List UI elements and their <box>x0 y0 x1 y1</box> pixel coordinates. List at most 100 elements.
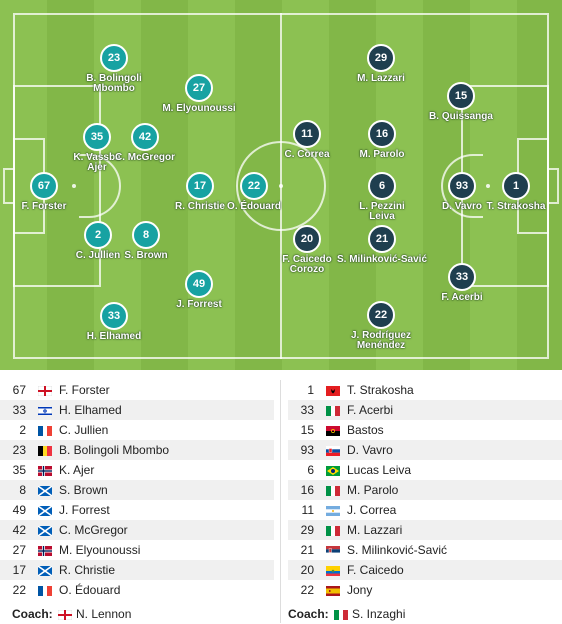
coach-name[interactable]: S. Inzaghi <box>352 607 406 621</box>
player-name[interactable]: H. Elhamed <box>59 403 122 417</box>
player-name: S. Milinković-Savić <box>336 254 428 265</box>
home-player[interactable]: 42 C. McGregor <box>85 123 205 183</box>
england-flag <box>37 385 53 397</box>
player-name[interactable]: J. Forrest <box>59 503 110 517</box>
player-name[interactable]: F. Forster <box>59 383 110 397</box>
center-circle <box>236 141 326 231</box>
home-player[interactable]: 2 C. Jullien <box>38 221 158 281</box>
player-name: D. Vavro <box>441 201 483 212</box>
lineup-divider <box>280 380 281 623</box>
player-number: 42 <box>131 123 159 151</box>
shirt-number: 1 <box>307 383 314 397</box>
player-number: 8 <box>132 221 160 249</box>
home-player[interactable]: 27 M. Elyounoussi <box>139 74 259 134</box>
lineup-row[interactable]: 11 J. Correa <box>288 500 562 520</box>
player-number: 20 <box>293 225 321 253</box>
away-player[interactable]: 29 M. Lazzari <box>321 44 441 104</box>
lineup-row[interactable]: 1 T. Strakosha <box>288 380 562 400</box>
player-name[interactable]: F. Acerbi <box>347 403 394 417</box>
player-name[interactable]: C. Jullien <box>59 423 109 437</box>
home-player[interactable]: 33 H. Elhamed <box>54 302 174 362</box>
away-player[interactable]: 21 S. Milinković-Savić <box>322 225 442 285</box>
lineup-row[interactable]: 6 Lucas Leiva <box>288 460 562 480</box>
player-name[interactable]: M. Lazzari <box>347 523 403 537</box>
player-name[interactable]: B. Bolingoli Mbombo <box>59 443 170 457</box>
shirt-number: 11 <box>301 503 314 517</box>
away-player[interactable]: 1 T. Strakosha <box>456 172 562 232</box>
lineup-row[interactable]: 29 M. Lazzari <box>288 520 562 540</box>
coach-name[interactable]: N. Lennon <box>76 607 132 621</box>
player-number: 6 <box>368 172 396 200</box>
shirt-number: 17 <box>12 563 26 577</box>
player-name[interactable]: Bastos <box>347 423 384 437</box>
player-name[interactable]: T. Strakosha <box>347 383 414 397</box>
player-name[interactable]: F. Caicedo <box>347 563 404 577</box>
slovakia-flag <box>326 445 340 456</box>
away-player[interactable]: 11 C. Correa <box>247 120 367 180</box>
player-name[interactable]: S. Brown <box>59 483 108 497</box>
left-goal <box>3 168 15 204</box>
player-name[interactable]: C. McGregor <box>59 523 128 537</box>
right-penalty-spot <box>486 184 490 188</box>
player-name[interactable]: M. Parolo <box>347 483 399 497</box>
player-name[interactable]: J. Correa <box>347 503 397 517</box>
belgium-flag <box>38 445 52 456</box>
home-player[interactable]: 17 R. Christie <box>140 172 260 232</box>
player-number: 27 <box>185 74 213 102</box>
norway-flag <box>38 465 52 476</box>
home-player[interactable]: 22 O. Édouard <box>194 172 314 232</box>
player-name[interactable]: Lucas Leiva <box>347 463 412 477</box>
shirt-number: 6 <box>307 463 314 477</box>
away-player[interactable]: 16 M. Parolo <box>322 120 442 180</box>
away-player[interactable]: 15 B. Quissanga <box>401 82 521 142</box>
lineup-row[interactable]: 17 R. Christie <box>0 560 274 580</box>
home-player[interactable]: 67 F. Forster <box>0 172 104 232</box>
away-player[interactable]: 33 F. Acerbi <box>402 263 522 323</box>
norway-flag <box>38 545 52 556</box>
player-name: R. Christie <box>174 201 225 212</box>
player-name[interactable]: R. Christie <box>59 563 116 577</box>
player-name[interactable]: M. Elyounoussi <box>59 543 141 557</box>
player-number: 35 <box>83 123 111 151</box>
player-name[interactable]: D. Vavro <box>347 443 393 457</box>
player-name[interactable]: S. Milinković-Savić <box>347 543 448 557</box>
home-player[interactable]: 8 S. Brown <box>86 221 206 281</box>
player-name[interactable]: K. Ajer <box>59 463 95 477</box>
away-player[interactable]: 93 D. Vavro <box>402 172 522 232</box>
home-coach: Coach: N. Lennon <box>0 604 274 624</box>
player-number: 33 <box>448 263 476 291</box>
spain-flag <box>326 585 340 596</box>
player-name[interactable]: O. Édouard <box>59 583 121 597</box>
player-name[interactable]: Jony <box>347 583 373 597</box>
italy-flag <box>326 525 340 536</box>
france-flag <box>38 425 52 436</box>
home-player[interactable]: 49 J. Forrest <box>139 270 259 330</box>
ecuador-flag <box>326 565 340 576</box>
shirt-number: 29 <box>300 523 314 537</box>
